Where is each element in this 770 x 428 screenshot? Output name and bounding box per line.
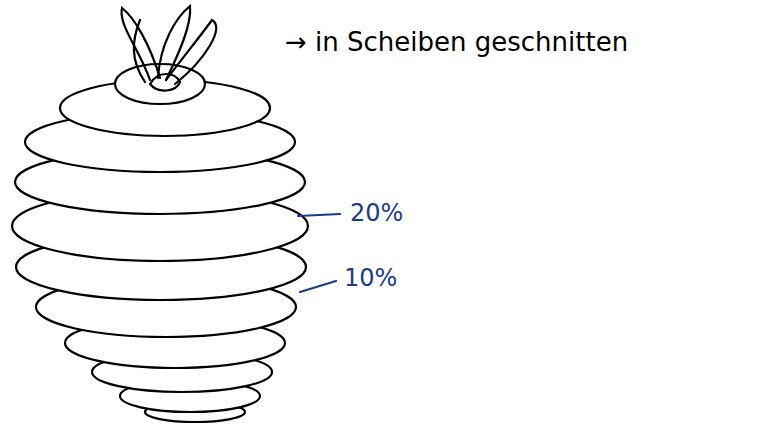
slice-stack bbox=[12, 64, 308, 422]
note-text: → in Scheiben geschnitten bbox=[285, 28, 628, 57]
leaf bbox=[122, 8, 160, 80]
leaves bbox=[122, 6, 217, 91]
percent-label: 20% bbox=[350, 200, 403, 226]
leader-line bbox=[300, 281, 336, 292]
leaf bbox=[134, 20, 145, 82]
leader-lines bbox=[298, 214, 340, 292]
percent-label: 10% bbox=[344, 265, 397, 291]
core-spiral bbox=[150, 74, 180, 91]
leader-line bbox=[298, 214, 340, 216]
